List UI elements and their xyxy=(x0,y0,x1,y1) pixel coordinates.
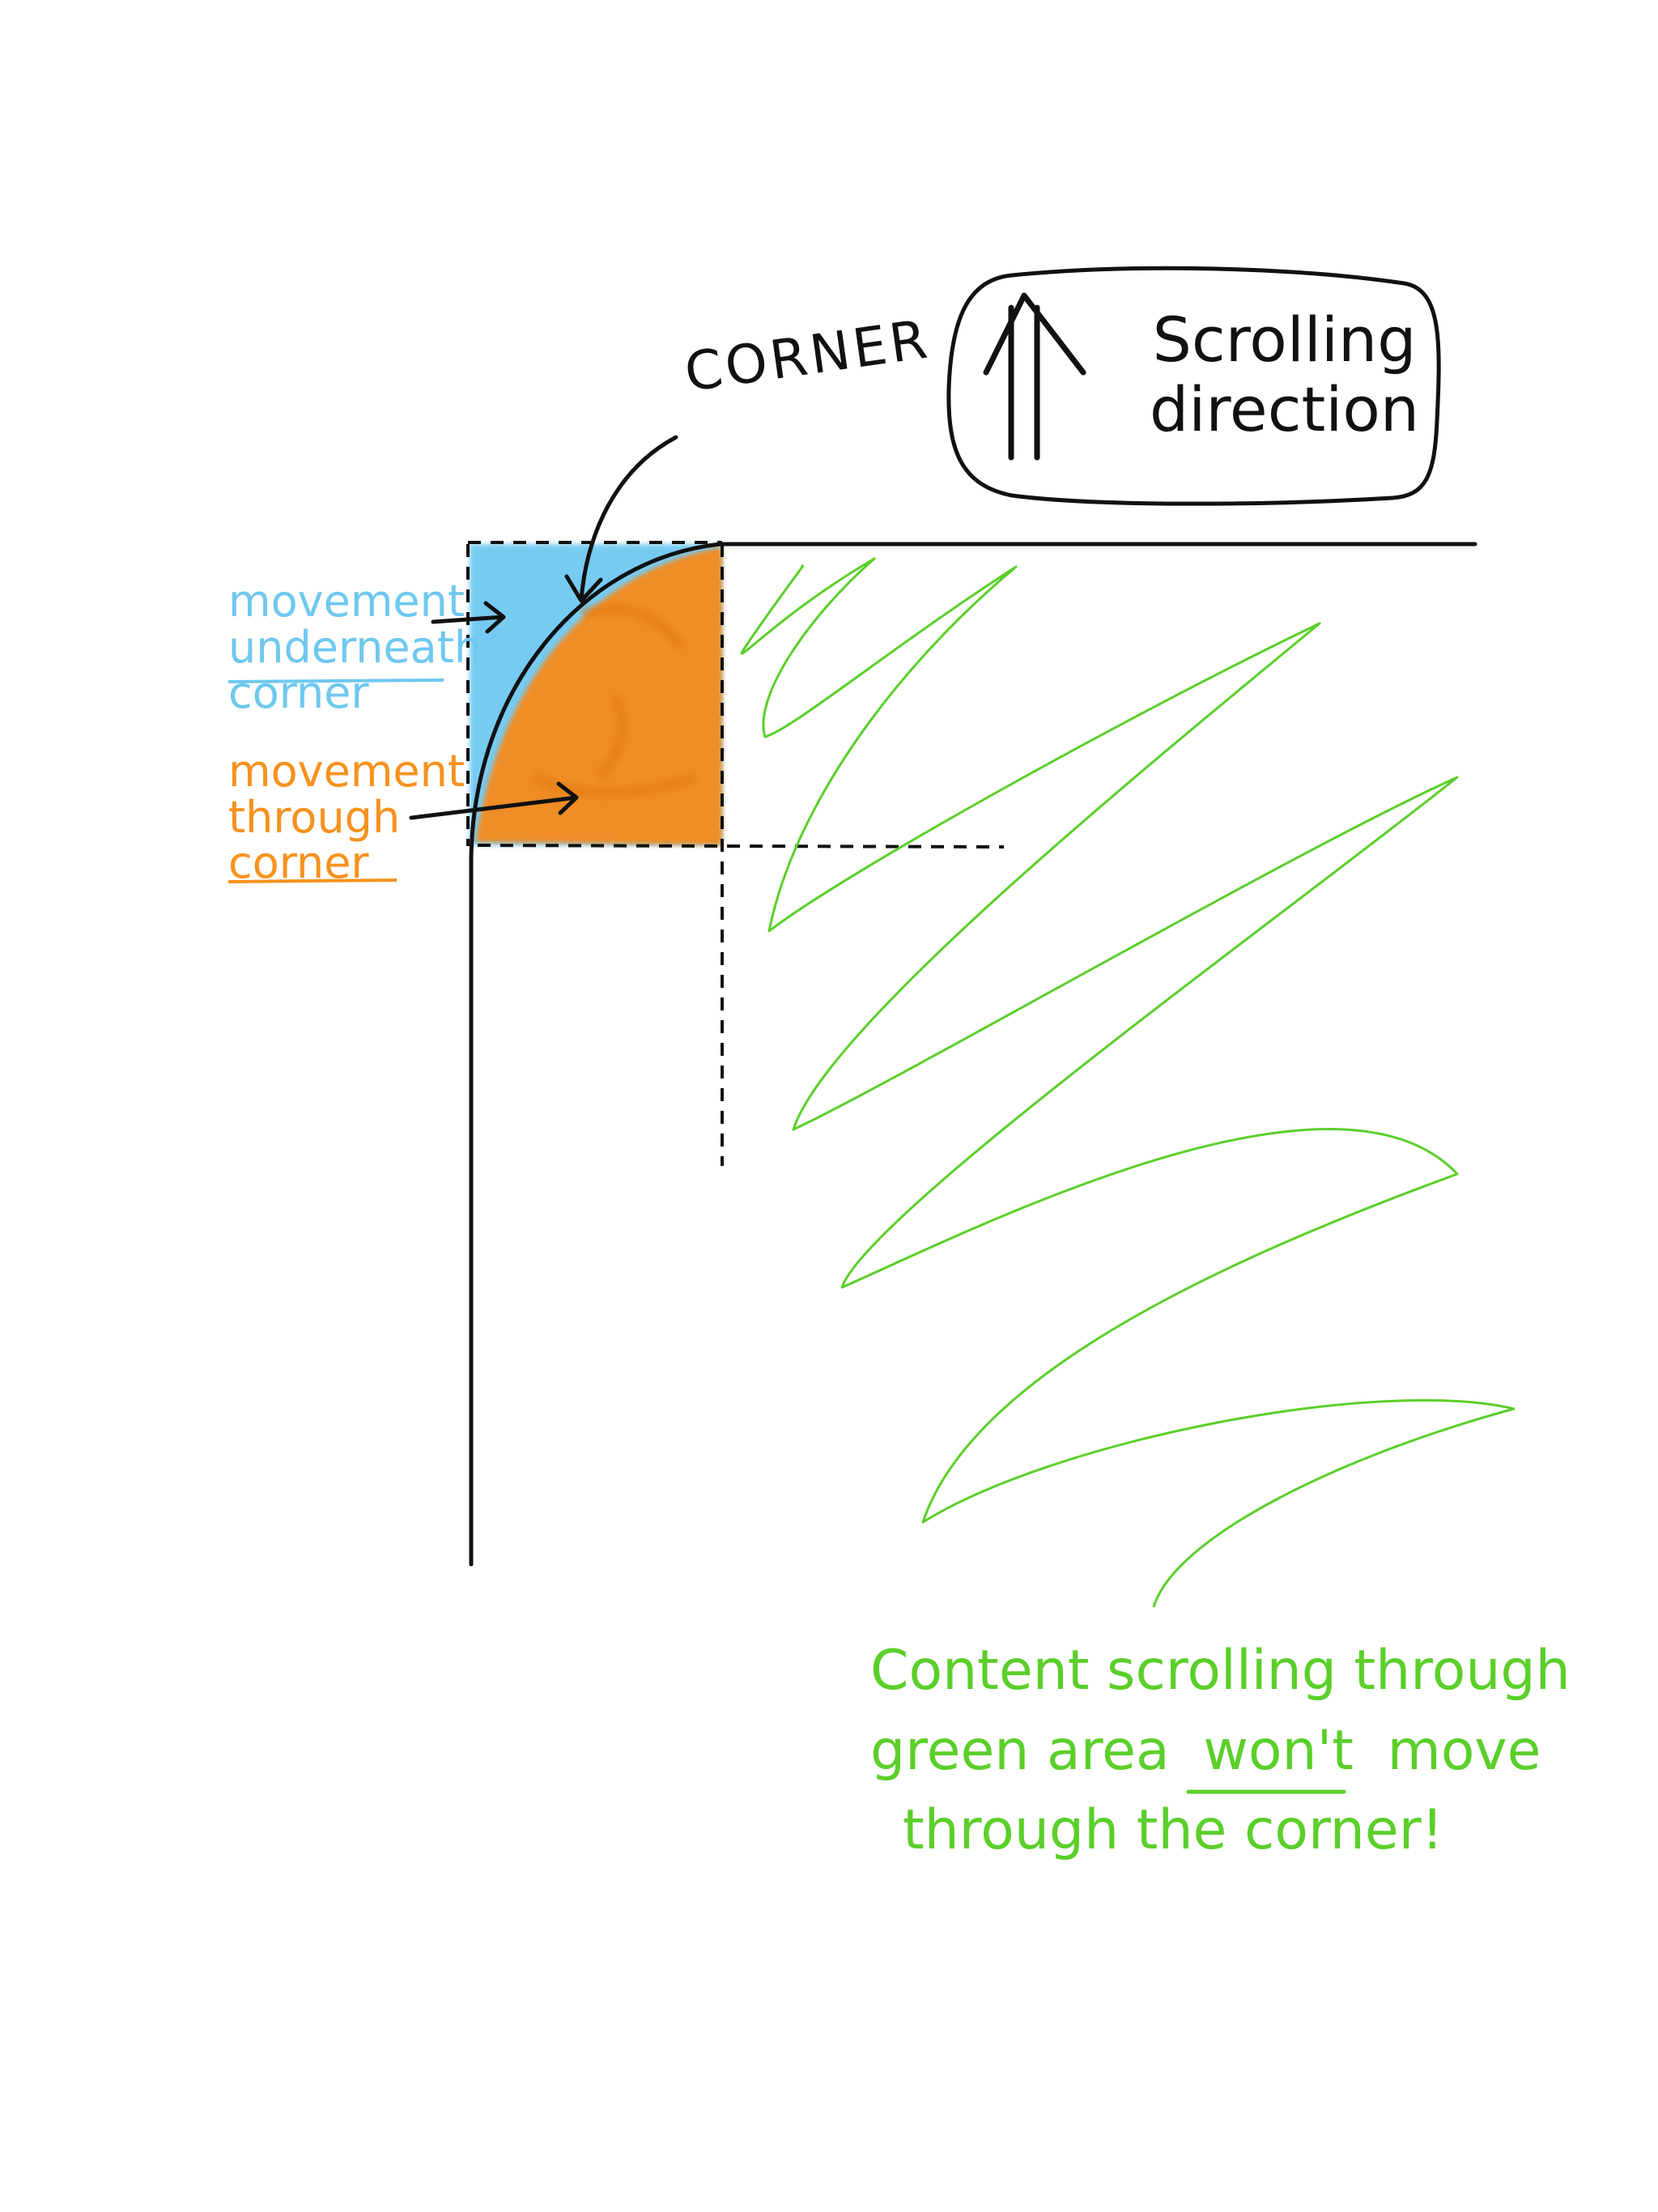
movement-through-label: movement through corner xyxy=(228,746,466,889)
underneath-underline xyxy=(227,678,444,683)
movement-underneath-label: movement underneath corner xyxy=(228,576,483,719)
rounded-corner-boundary xyxy=(469,542,1477,1567)
through-underline xyxy=(227,878,397,883)
note-line2: green area won't move xyxy=(870,1712,1571,1792)
scroll-label-line2: direction xyxy=(1150,372,1420,445)
underneath-line2: underneath xyxy=(228,621,483,673)
underneath-line1: movement xyxy=(228,576,466,627)
green-scroll-area-scribble xyxy=(740,557,1516,1608)
note-line1: Content scrolling through xyxy=(870,1639,1571,1703)
underneath-line3: corner xyxy=(228,667,369,719)
underneath-pointer-arrow xyxy=(431,601,506,634)
through-line2: through xyxy=(228,791,401,843)
scroll-label-line1: Scrolling xyxy=(1152,304,1417,376)
note-line2-b: won't xyxy=(1203,1718,1354,1783)
note-line3: through the corner! xyxy=(903,1798,1443,1863)
green-area-note: Content scrolling through green area won… xyxy=(870,1631,1571,1871)
through-line1: movement xyxy=(228,746,466,797)
note-line2-c: move xyxy=(1387,1718,1541,1783)
scroll-direction-bubble xyxy=(946,266,1441,506)
double-up-arrow-icon xyxy=(983,292,1086,461)
corner-pointer-arrow xyxy=(579,435,678,602)
corner-dashed-guides xyxy=(466,541,1005,1166)
through-line3: corner xyxy=(228,837,369,889)
note-line2-a: green area xyxy=(870,1718,1170,1783)
scrolling-direction-label: Scrolling direction xyxy=(1150,308,1419,442)
through-corner-texture xyxy=(531,603,699,798)
corner-pointer-arrowhead xyxy=(564,574,603,603)
through-pointer-arrow xyxy=(409,781,579,820)
